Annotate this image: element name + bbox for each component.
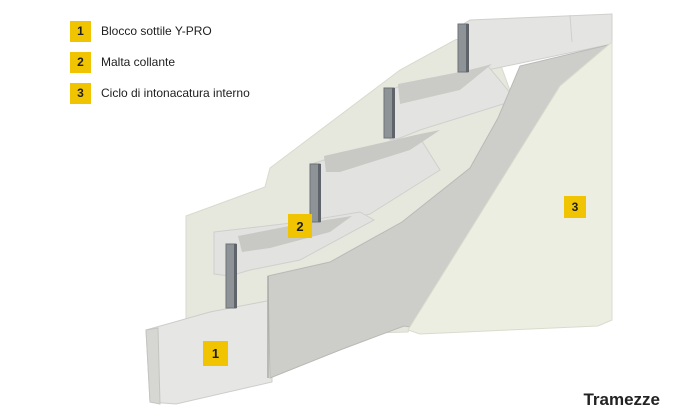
mortar-joint-3 xyxy=(324,130,440,172)
number-badge: 2 xyxy=(70,51,91,73)
legend-label: Blocco sottile Y-PRO xyxy=(101,24,212,38)
callout-badge-mortar: 2 xyxy=(288,214,312,238)
legend-item: 1 Blocco sottile Y-PRO xyxy=(70,20,250,42)
metal-clip-edge xyxy=(234,24,469,308)
number-badge: 1 xyxy=(70,20,91,42)
legend: 1 Blocco sottile Y-PRO 2 Malta collante … xyxy=(70,20,250,113)
diagram-title: Tramezze xyxy=(583,390,660,409)
block-front-end xyxy=(145,327,161,405)
mortar-joint-4 xyxy=(398,64,492,104)
number-badge: 3 xyxy=(70,82,91,104)
legend-label: Ciclo di intonacatura interno xyxy=(101,86,250,100)
callout-badge-plaster: 3 xyxy=(564,196,586,218)
legend-label: Malta collante xyxy=(101,55,176,69)
legend-item: 2 Malta collante xyxy=(70,51,250,73)
callout-badge-block: 1 xyxy=(203,341,228,366)
finish-plaster-layer xyxy=(407,40,613,335)
legend-item: 3 Ciclo di intonacatura interno xyxy=(70,82,250,104)
